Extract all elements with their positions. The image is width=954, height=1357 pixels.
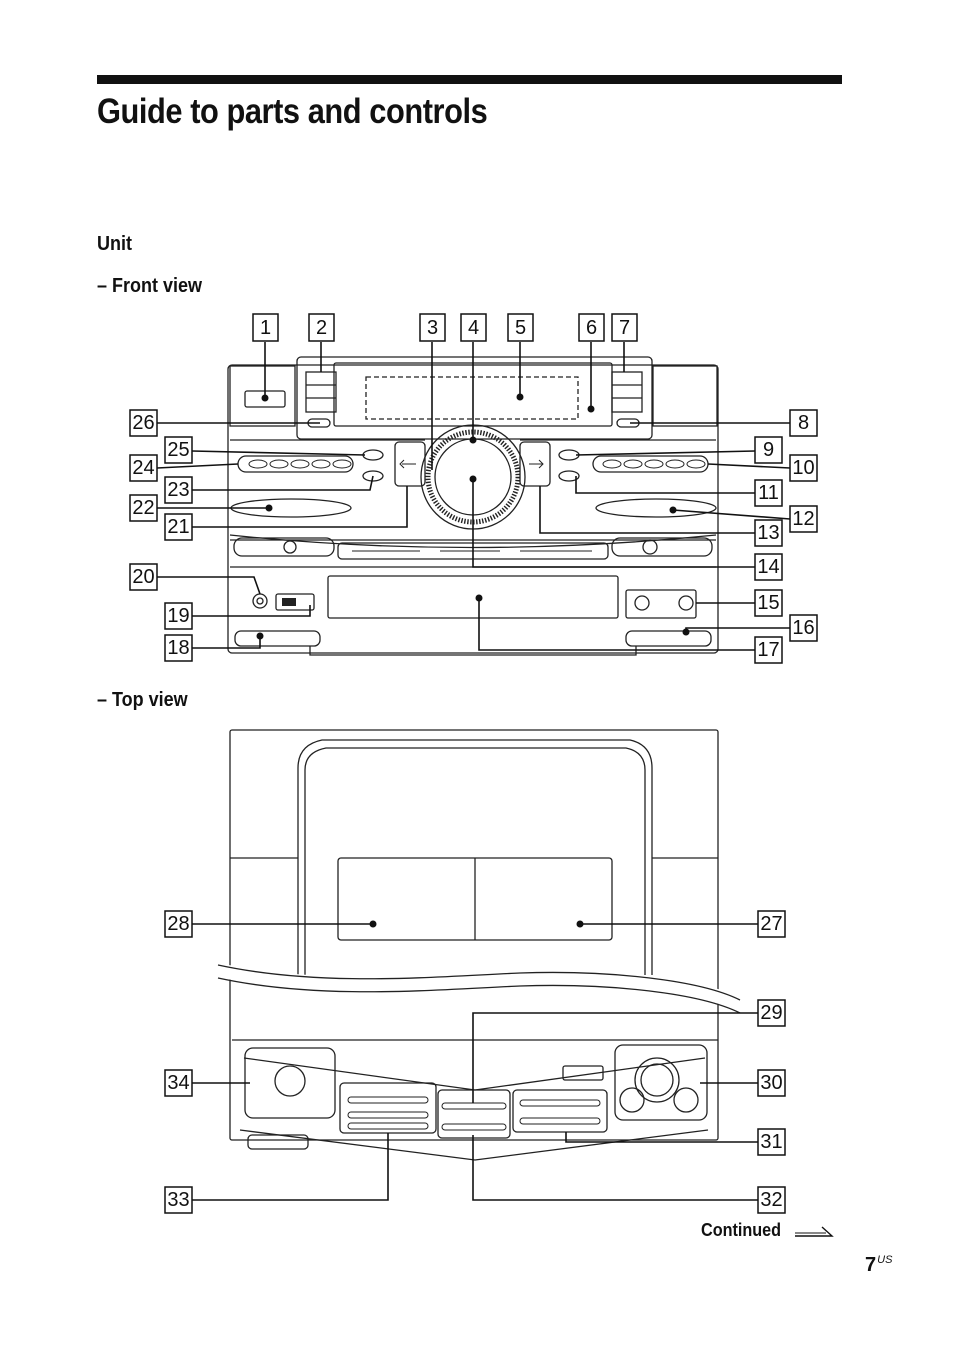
callout-24: 24 (132, 457, 154, 479)
continued-label: Continued (701, 1220, 782, 1240)
callout-9: 9 (763, 439, 774, 461)
callout-8: 8 (798, 412, 809, 434)
callout-3: 3 (427, 317, 438, 339)
callout-13: 13 (757, 522, 779, 544)
top-view-drawing (216, 729, 744, 1161)
callout-20: 20 (132, 566, 154, 588)
callout-4: 4 (468, 317, 479, 339)
callout-18: 18 (167, 637, 189, 659)
callout-25: 25 (167, 439, 189, 461)
callout-26: 26 (132, 412, 154, 434)
front-view-drawing (227, 356, 719, 656)
continued-arrow-icon (795, 1226, 834, 1237)
callout-23: 23 (167, 479, 189, 501)
subheading-top-view: – Top view (97, 689, 188, 711)
callout-11: 11 (758, 482, 779, 504)
callout-31: 31 (760, 1131, 782, 1153)
callout-21: 21 (167, 516, 189, 538)
callout-16: 16 (792, 617, 814, 639)
page-title: Guide to parts and controls (97, 92, 488, 131)
callout-10: 10 (792, 457, 814, 479)
section-heading-unit: Unit (97, 233, 133, 255)
subheading-front-view: – Front view (97, 275, 203, 297)
callout-5: 5 (515, 317, 526, 339)
callout-33: 33 (167, 1189, 189, 1211)
callout-1: 1 (260, 317, 271, 339)
callout-32: 32 (760, 1189, 782, 1211)
page-number-suffix: US (877, 1254, 893, 1267)
callout-15: 15 (757, 592, 779, 614)
callout-30: 30 (760, 1072, 782, 1094)
callout-28: 28 (167, 913, 189, 935)
callout-27: 27 (760, 913, 782, 935)
page-number: 7US (865, 1254, 892, 1277)
callout-19: 19 (167, 605, 189, 627)
callout-6: 6 (586, 317, 597, 339)
callout-14: 14 (757, 556, 779, 578)
callout-12: 12 (792, 508, 814, 530)
callout-29: 29 (760, 1002, 782, 1024)
callout-2: 2 (316, 317, 327, 339)
callout-17: 17 (757, 639, 779, 661)
callout-34: 34 (167, 1072, 189, 1094)
page-number-value: 7 (865, 1254, 877, 1276)
callout-7: 7 (619, 317, 630, 339)
title-rule (97, 75, 842, 84)
callout-22: 22 (132, 497, 154, 519)
